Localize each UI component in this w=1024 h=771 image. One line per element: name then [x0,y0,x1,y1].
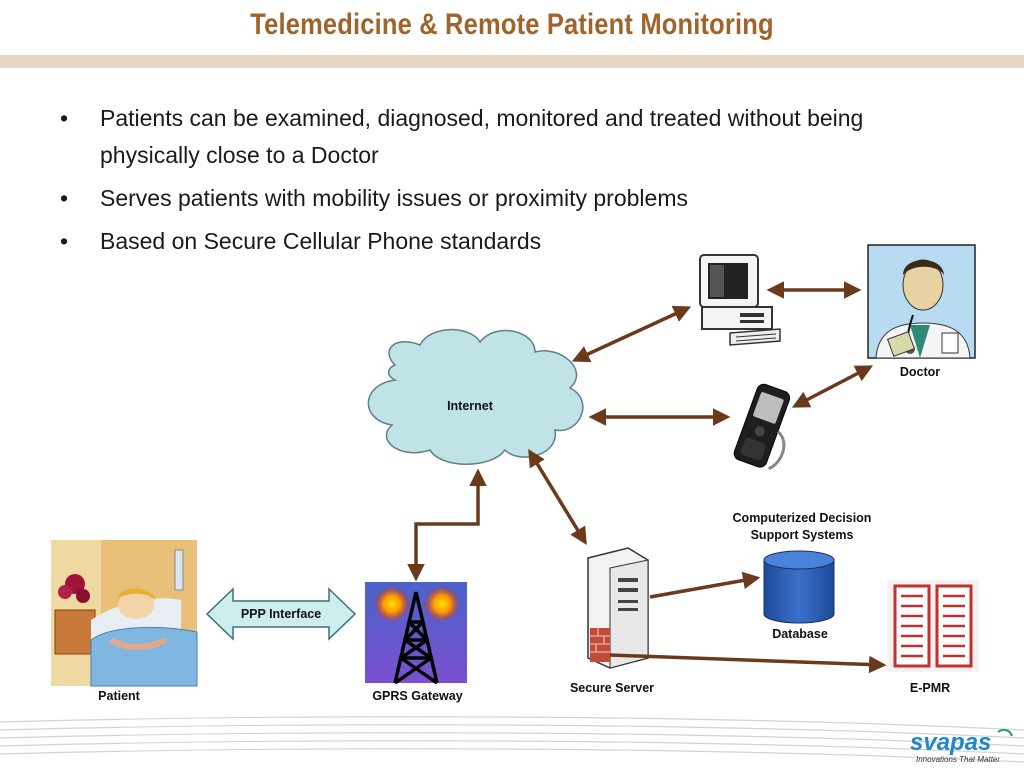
patient-label: Patient [98,689,140,703]
secure-server-label: Secure Server [569,681,655,695]
ppp-interface-arrow [205,587,357,641]
cdss-label-line: Computerized Decision [732,511,872,525]
logo-wordmark: svapas [910,729,991,756]
bullet-icon: • [60,228,69,254]
bullet-icon: • [60,185,69,211]
doctor-portrait [867,244,976,359]
connectors [407,281,887,674]
arrow-gateway-internet [407,468,487,582]
bullet-item: • Patients can be examined, diagnosed, mo… [58,100,898,174]
gprs-gateway-label: GPRS Gateway [372,689,463,703]
bullet-item: • Based on Secure Cellular Phone standard… [58,223,898,260]
doctor-label: Doctor [899,365,941,379]
server-icon [587,547,649,669]
slide-title: Telemedicine & Remote Patient Monitoring [250,8,774,41]
database-icon [763,550,835,624]
bullet-text: Based on Secure Cellular Phone standards [100,228,542,254]
arrow-server-epmr [609,653,887,674]
cdss-label-line: Support Systems [750,528,854,542]
mobile-phone-icon [733,383,791,470]
gprs-tower-icon [365,582,467,685]
arrow-internet-computer [571,305,692,363]
internet-label: Internet [447,399,493,413]
patient-picture [51,540,198,687]
arrow-phone-doctor [791,365,874,408]
bullet-text: Serves patients with mobility issues or … [100,185,688,211]
logo-tagline: Innovations That Matter [916,755,1000,764]
footer-decoration [0,716,1024,763]
svapas-logo: svapas Innovations That Matter [906,726,1021,766]
internet-cloud-icon [367,328,584,465]
epmr-icon [887,580,979,672]
computer-icon [699,254,781,346]
ppp-interface-label: PPP Interface [240,607,322,621]
arrow-internet-server [528,449,587,545]
bullet-text: Patients can be examined, diagnosed, mon… [100,105,864,168]
epmr-label: E-PMR [909,681,951,695]
bullet-list: • Patients can be examined, diagnosed, mo… [58,100,898,266]
bullet-item: • Serves patients with mobility issues or… [58,180,898,217]
arrow-server-database [649,571,761,599]
title-divider [0,55,1024,68]
bullet-icon: • [60,105,69,131]
database-label: Database [772,627,828,641]
